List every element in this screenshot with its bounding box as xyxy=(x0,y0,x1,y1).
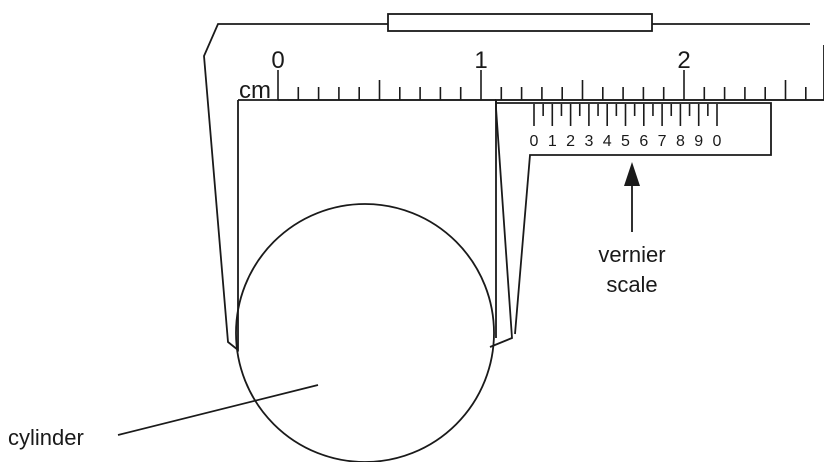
cylinder-label: cylinder xyxy=(8,425,84,450)
cylinder-shape xyxy=(235,203,495,462)
main-scale-unit-label: cm xyxy=(239,77,271,104)
vernier-scale-number: 0 xyxy=(713,133,722,150)
vernier-arrow-head xyxy=(624,162,640,186)
vernier-scale-number: 7 xyxy=(658,133,667,150)
main-scale-number-2: 2 xyxy=(677,47,690,74)
main-scale-number-0: 0 xyxy=(271,47,284,74)
vernier-scale-number: 3 xyxy=(584,133,593,150)
vernier-scale-number: 5 xyxy=(621,133,630,150)
main-scale-ticks xyxy=(277,70,807,100)
vernier-scale-number: 0 xyxy=(530,133,539,150)
vernier-scale-number: 9 xyxy=(694,133,703,150)
caliper-main-beam xyxy=(203,23,824,352)
caliper-top-bar xyxy=(387,13,653,32)
vernier-label-line1: vernier xyxy=(598,242,665,267)
vernier-scale-number: 2 xyxy=(566,133,575,150)
vernier-label-line2: scale xyxy=(606,272,657,297)
vernier-scale-ticks xyxy=(533,104,718,126)
main-scale-number-1: 1 xyxy=(474,47,487,74)
vernier-scale-number: 1 xyxy=(548,133,557,150)
vernier-scale-number: 6 xyxy=(639,133,648,150)
cylinder-leader-line xyxy=(117,384,319,436)
vernier-scale-number: 8 xyxy=(676,133,685,150)
vernier-scale-number: 4 xyxy=(603,133,612,150)
